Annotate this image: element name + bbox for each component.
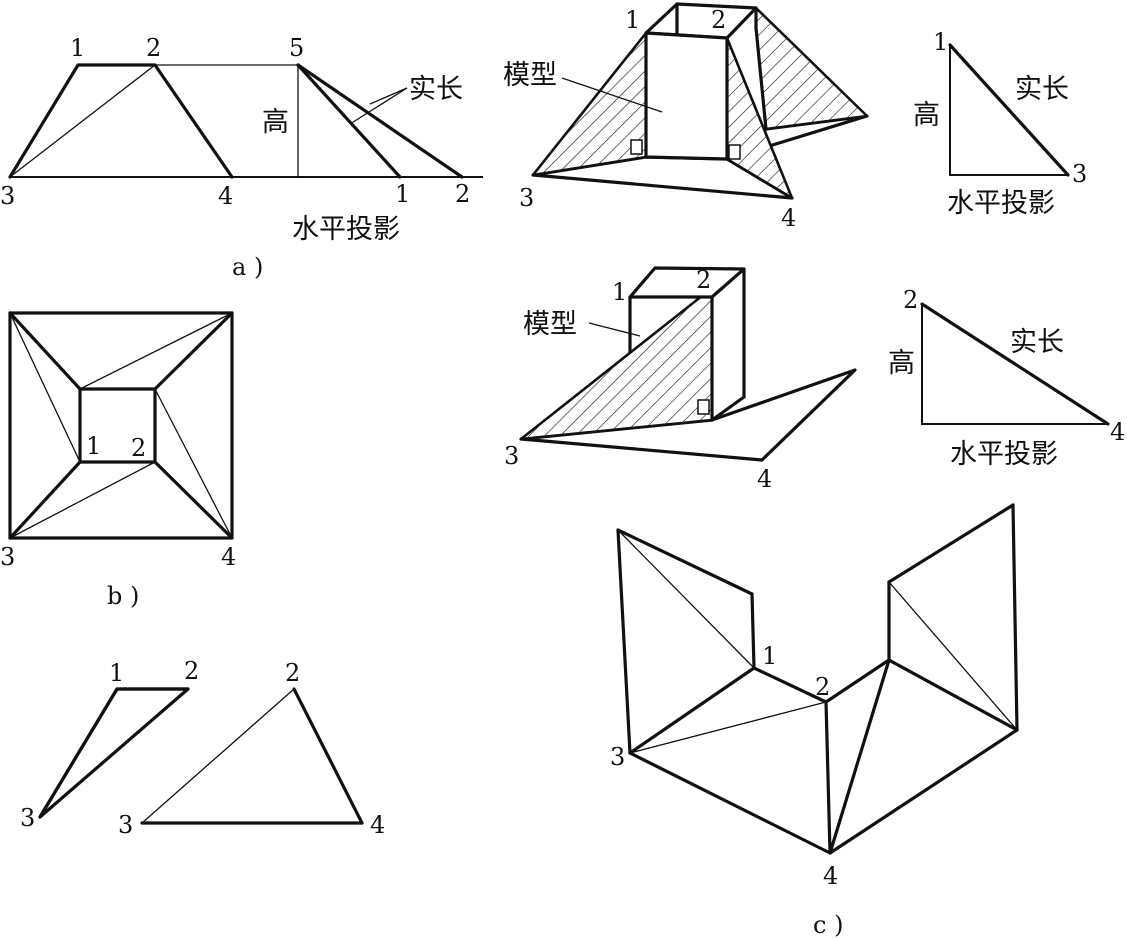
- label-model: 模型: [523, 309, 577, 340]
- label-point-1: 1: [933, 28, 948, 56]
- label-point-3: 3: [504, 442, 519, 470]
- label-horizontal-projection: 水平投影: [950, 439, 1058, 470]
- view-a-true-length-triangle: 1 3 高 实长 水平投影: [913, 28, 1087, 219]
- label-height: 高: [888, 348, 915, 379]
- label-point-3: 3: [0, 182, 15, 210]
- label-horizontal-projection: 水平投影: [292, 214, 400, 245]
- label-height: 高: [262, 107, 289, 138]
- label-true-length: 实长: [409, 74, 463, 105]
- label-point-2: 2: [285, 659, 300, 687]
- label-point-2: 2: [815, 673, 830, 701]
- label-point-5: 5: [289, 34, 304, 62]
- caption-c: c ): [813, 911, 843, 939]
- label-point-2: 2: [696, 266, 711, 294]
- label-point-3: 3: [610, 743, 625, 771]
- label-point-2: 2: [455, 180, 470, 208]
- label-point-4: 4: [757, 465, 772, 493]
- label-point-2: 2: [903, 286, 918, 314]
- label-point-1: 1: [109, 659, 124, 687]
- view-development-triangles: 1 2 3 2 3 4: [20, 657, 385, 839]
- label-point-4: 4: [781, 204, 796, 232]
- label-point-4: 4: [823, 862, 838, 890]
- view-a-elevation: 1 2 5 3 4 1 2 高 实长 水平投影 a ): [0, 34, 483, 281]
- label-true-length: 实长: [1015, 74, 1069, 105]
- label-point-2: 2: [146, 34, 161, 62]
- label-point-3: 3: [118, 811, 133, 839]
- caption-a: a ): [232, 253, 263, 281]
- view-b-true-length-triangle: 2 4 高 实长 水平投影: [888, 286, 1125, 470]
- label-point-4: 4: [1110, 418, 1125, 446]
- label-point-3: 3: [20, 804, 35, 832]
- label-true-length: 实长: [1010, 327, 1064, 358]
- label-model: 模型: [503, 60, 557, 91]
- view-b-plan: 1 2 3 4 b ): [0, 311, 236, 610]
- label-height: 高: [913, 100, 940, 131]
- label-point-1: 1: [70, 34, 85, 62]
- label-point-4: 4: [218, 182, 233, 210]
- label-point-4: 4: [370, 811, 385, 839]
- caption-b: b ): [107, 582, 139, 610]
- label-point-3: 3: [519, 184, 534, 212]
- label-point-1: 1: [625, 6, 640, 34]
- view-a-model: 1 2 3 4 模型: [503, 2, 869, 232]
- label-point-1: 1: [612, 278, 627, 306]
- label-point-1: 1: [762, 642, 777, 670]
- view-b-model: 1 2 3 4 模型: [504, 266, 857, 493]
- view-c-development: 1 2 3 4 c ): [610, 503, 1019, 939]
- label-point-1: 1: [86, 432, 101, 460]
- label-point-1: 1: [395, 180, 410, 208]
- label-horizontal-projection: 水平投影: [947, 188, 1055, 219]
- label-point-2: 2: [711, 6, 726, 34]
- label-point-4: 4: [221, 543, 236, 571]
- label-point-3: 3: [0, 543, 15, 571]
- label-point-2: 2: [131, 434, 146, 462]
- label-point-2: 2: [184, 657, 199, 685]
- label-point-3: 3: [1072, 160, 1087, 188]
